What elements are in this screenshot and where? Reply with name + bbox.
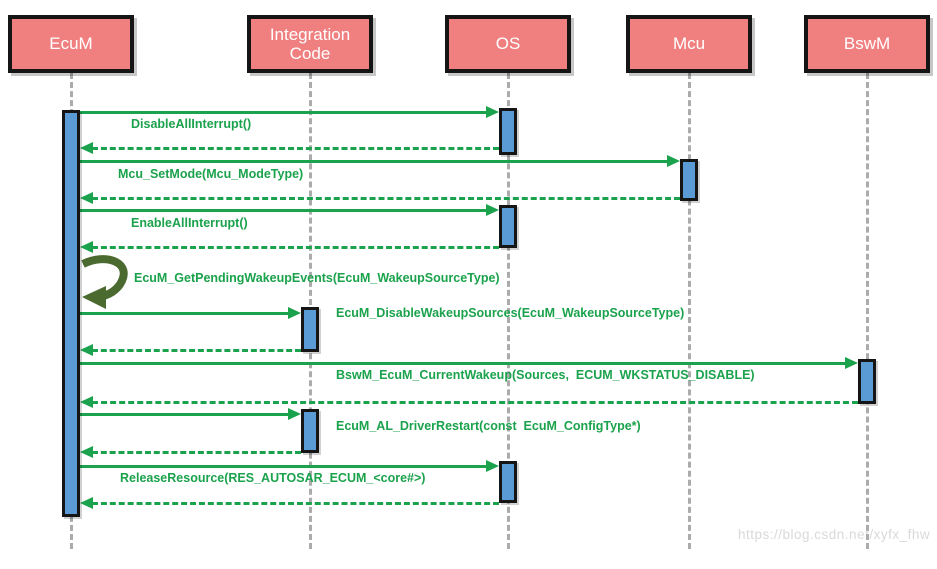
- activation-bar-integration_code: [301, 409, 319, 453]
- arrowhead-right: [288, 307, 301, 319]
- actor-box-bswm: BswM: [804, 15, 930, 73]
- arrowhead-right: [486, 106, 499, 118]
- message-line-call: [80, 160, 668, 163]
- actor-label: Integration Code: [269, 24, 351, 63]
- actor-label: Mcu: [672, 34, 706, 54]
- message-line-return: [92, 451, 301, 454]
- message-line-call: [80, 362, 846, 365]
- message-line-return: [92, 246, 499, 249]
- message-label: EcuM_AL_DriverRestart(const EcuM_ConfigT…: [336, 419, 641, 433]
- activation-bar-os: [499, 205, 517, 248]
- message-label: DisableAllInterrupt(): [131, 117, 252, 131]
- arrowhead-left: [80, 142, 93, 154]
- arrowhead-left: [80, 396, 93, 408]
- arrowhead-left: [80, 241, 93, 253]
- arrowhead-left: [80, 446, 93, 458]
- arrowhead-right: [288, 408, 301, 420]
- actor-label: EcuM: [49, 34, 93, 54]
- message-line-return: [92, 401, 858, 404]
- message-line-call: [80, 465, 487, 468]
- actor-box-integration_code: Integration Code: [247, 15, 373, 73]
- message-line-return: [92, 349, 301, 352]
- activation-bar-bswm: [858, 359, 876, 404]
- self-call-arrow: [81, 255, 128, 309]
- arrowhead-right: [486, 204, 499, 216]
- lifeline-os: [506, 73, 510, 549]
- arrowhead-right: [667, 155, 680, 167]
- activation-bar-integration_code: [301, 307, 319, 352]
- message-line-call: [80, 413, 289, 416]
- lifeline-bswm: [865, 73, 869, 549]
- actor-label: BswM: [843, 34, 891, 54]
- message-line-return: [92, 502, 499, 505]
- activation-bar-mcu: [680, 159, 698, 201]
- arrowhead-left: [80, 192, 93, 204]
- message-label: Mcu_SetMode(Mcu_ModeType): [118, 167, 304, 181]
- activation-bar-os: [499, 461, 517, 503]
- message-label: EnableAllInterrupt(): [131, 216, 248, 230]
- message-line-return: [92, 197, 680, 200]
- activation-bar-os: [499, 108, 517, 155]
- actor-label: OS: [495, 34, 521, 54]
- message-line-call: [80, 111, 487, 114]
- arrowhead-right: [845, 357, 858, 369]
- arrowhead-left: [80, 497, 93, 509]
- activation-bar-ecum: [62, 110, 80, 517]
- actor-box-ecum: EcuM: [8, 15, 134, 73]
- watermark-url: https://blog.csdn.net/xyfx_fhw: [738, 527, 931, 542]
- message-line-call: [80, 209, 487, 212]
- message-line-return: [92, 147, 499, 150]
- message-label: EcuM_GetPendingWakeupEvents(EcuM_WakeupS…: [134, 271, 500, 285]
- lifeline-mcu: [687, 73, 691, 549]
- actor-box-os: OS: [445, 15, 571, 73]
- message-label: BswM_EcuM_CurrentWakeup(Sources, ECUM_WK…: [336, 368, 755, 382]
- message-line-call: [80, 312, 289, 315]
- message-label: EcuM_DisableWakeupSources(EcuM_WakeupSou…: [336, 306, 685, 320]
- arrowhead-left: [80, 344, 93, 356]
- actor-box-mcu: Mcu: [626, 15, 752, 73]
- arrowhead-right: [486, 460, 499, 472]
- message-label: ReleaseResource(RES_AUTOSAR_ECUM_<core#>…: [120, 471, 426, 485]
